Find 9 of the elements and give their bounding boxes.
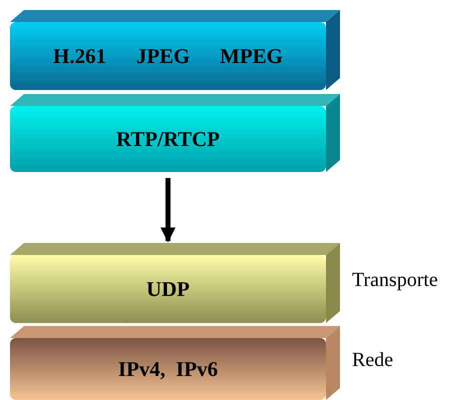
arrow <box>160 178 176 242</box>
layer-label: RTP/RTCP <box>116 126 220 152</box>
layer-label: UDP <box>146 276 190 302</box>
layer-caption: Rede <box>352 349 394 372</box>
layer-label: MPEG <box>220 44 283 68</box>
layer-label: IPv4, IPv6 <box>118 356 218 382</box>
layer-label: H.261 <box>53 44 106 68</box>
layer-caption: Transporte <box>352 269 438 292</box>
layer-label: JPEG <box>136 44 190 68</box>
